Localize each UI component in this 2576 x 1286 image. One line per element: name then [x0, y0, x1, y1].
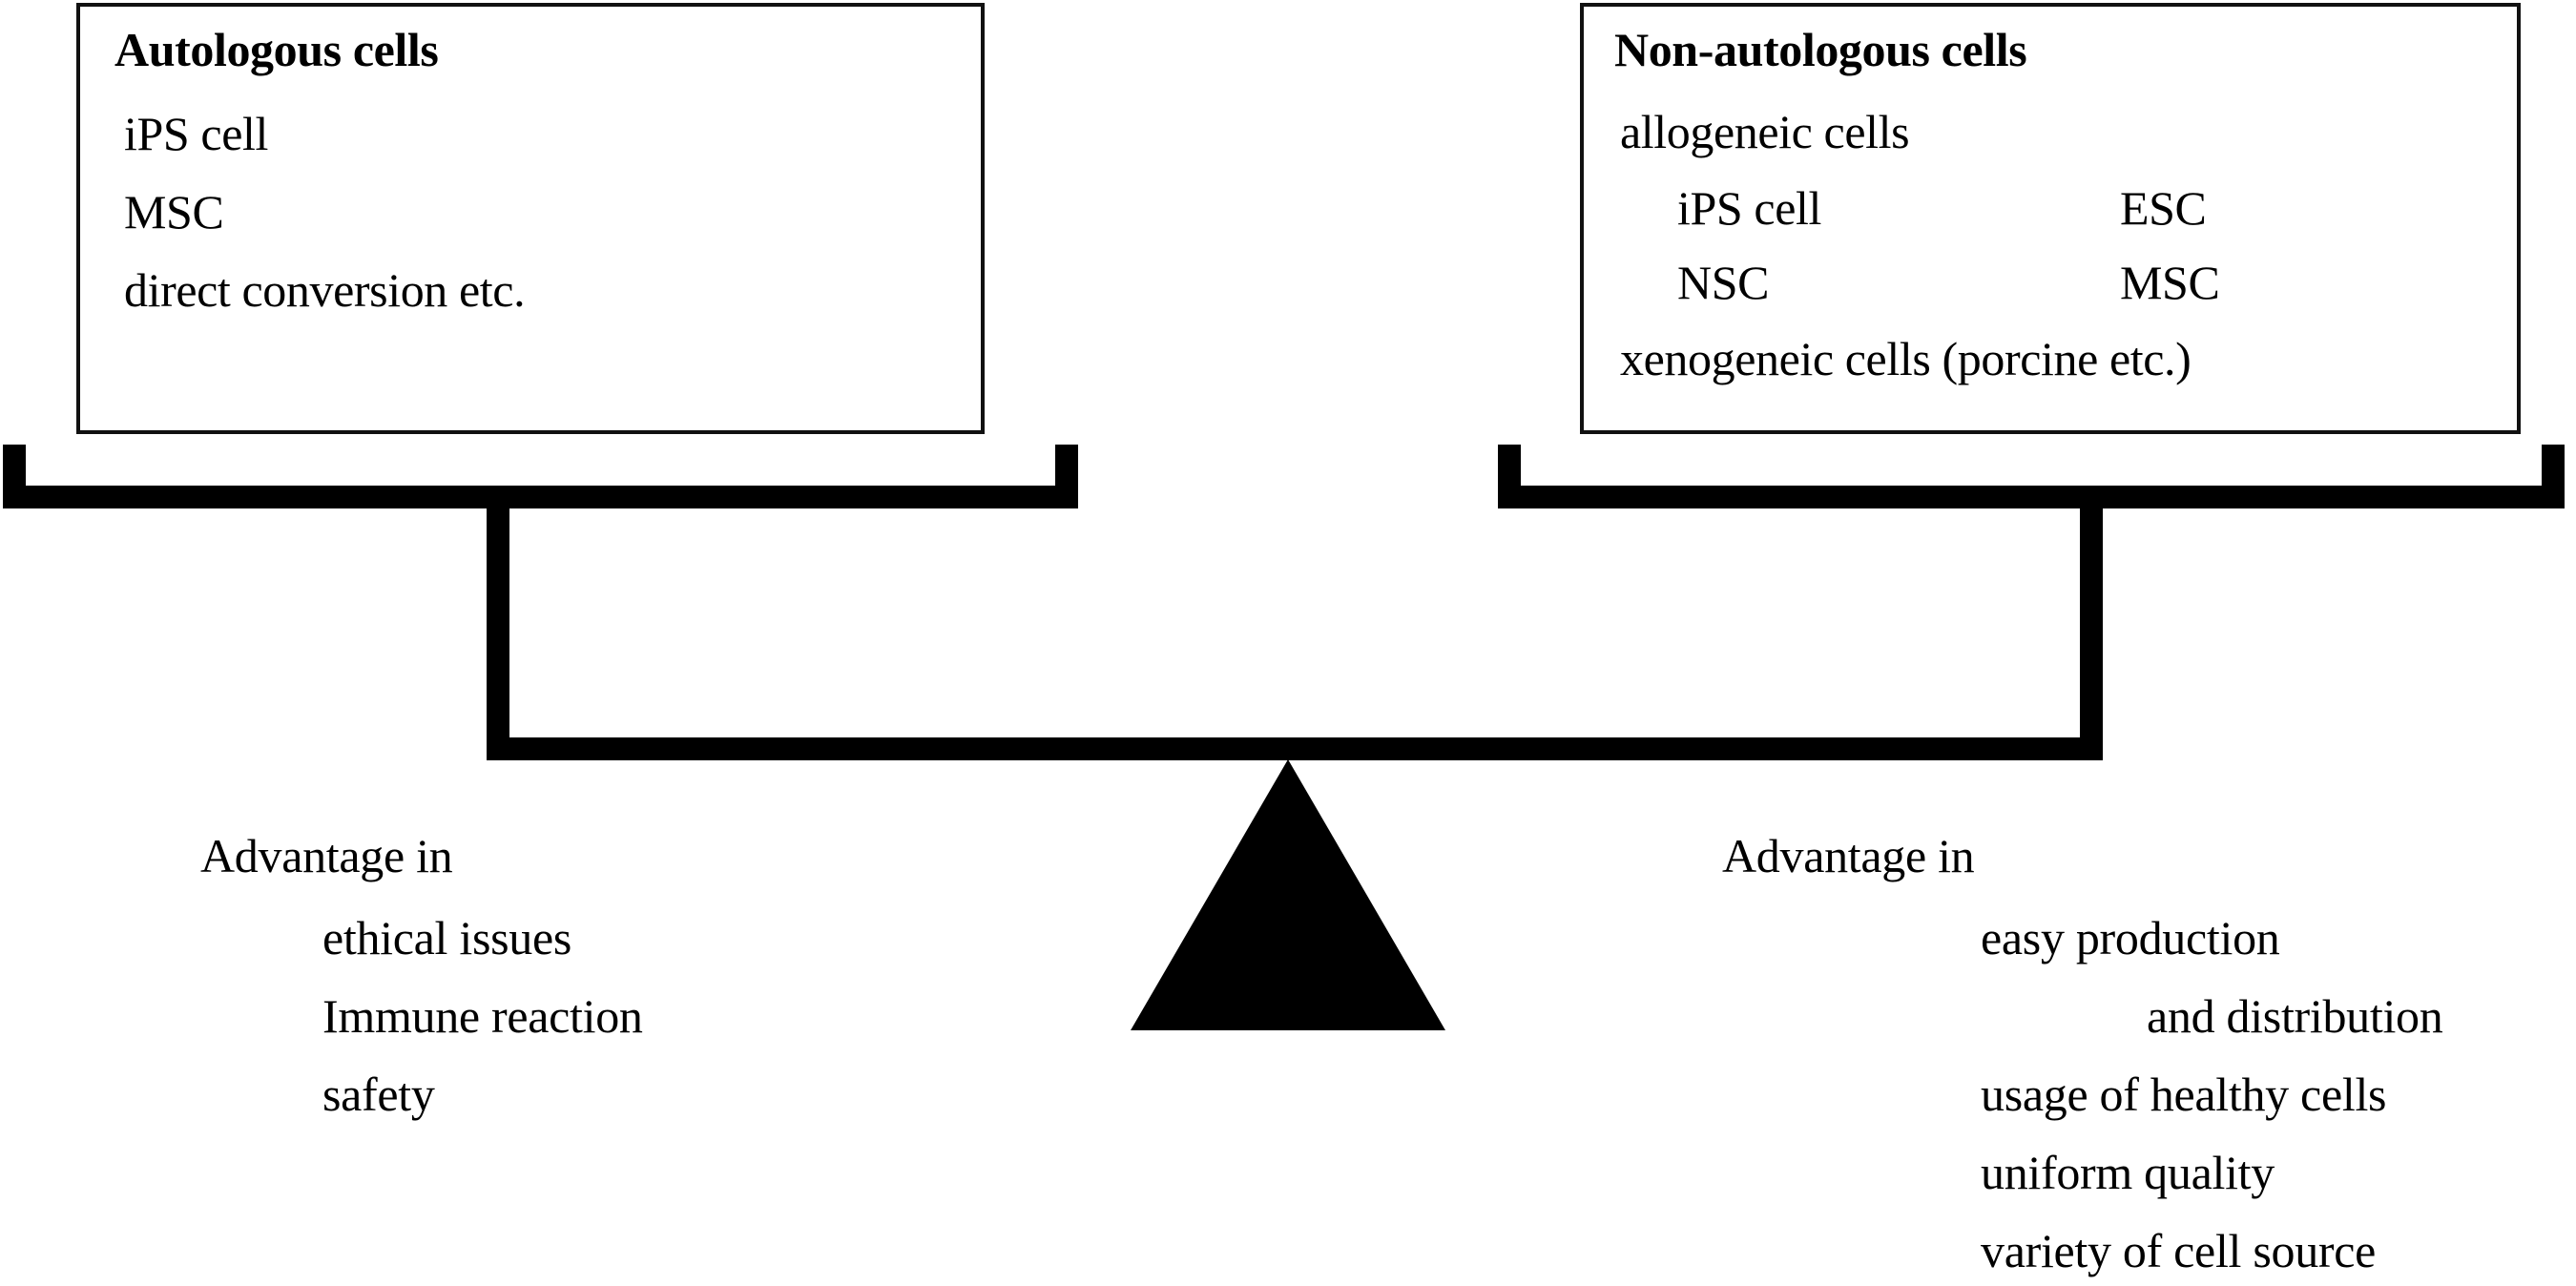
left-advantage-item-ethical-issues: ethical issues: [322, 911, 572, 964]
balance-beam: [487, 737, 2103, 760]
right-advantage-item-usage-of-healthy-cells: usage of healthy cells: [1981, 1068, 2387, 1121]
non-autologous-item-xenogeneic: xenogeneic cells (porcine etc.): [1620, 332, 2192, 385]
left-hanger-crossbar: [3, 486, 1078, 508]
left-advantage-item-safety: safety: [322, 1068, 435, 1121]
right-advantage-item-and-distribution: and distribution: [2147, 989, 2443, 1043]
non-autologous-cells-box: Non-autologous cells allogeneic cells iP…: [1580, 3, 2521, 434]
autologous-item-direct-conversion: direct conversion etc.: [124, 263, 526, 317]
right-advantage-item-easy-production: easy production: [1981, 911, 2280, 964]
right-advantage-heading: Advantage in: [1722, 829, 1975, 882]
autologous-cells-box: Autologous cells iPS cell MSC direct con…: [76, 3, 985, 434]
right-advantage-item-uniform-quality: uniform quality: [1981, 1146, 2275, 1199]
left-suspension-cord: [487, 486, 509, 760]
non-autologous-box-title: Non-autologous cells: [1614, 23, 2027, 76]
right-suspension-cord: [2080, 486, 2103, 760]
non-autologous-item-esc: ESC: [2120, 181, 2207, 235]
autologous-item-msc: MSC: [124, 185, 224, 239]
non-autologous-item-msc: MSC: [2120, 256, 2220, 309]
left-advantage-heading: Advantage in: [200, 829, 453, 882]
non-autologous-item-nsc: NSC: [1677, 256, 1770, 309]
fulcrum-triangle-icon: [1131, 759, 1445, 1030]
non-autologous-group-allogeneic: allogeneic cells: [1620, 105, 1910, 158]
autologous-box-title: Autologous cells: [114, 23, 439, 76]
autologous-item-ips-cell: iPS cell: [124, 107, 268, 160]
non-autologous-item-ips-cell: iPS cell: [1677, 181, 1821, 235]
left-advantage-item-immune-reaction: Immune reaction: [322, 989, 643, 1043]
right-advantage-item-variety-of-cell-source: variety of cell source: [1981, 1224, 2377, 1277]
right-hanger-crossbar: [1498, 486, 2565, 508]
